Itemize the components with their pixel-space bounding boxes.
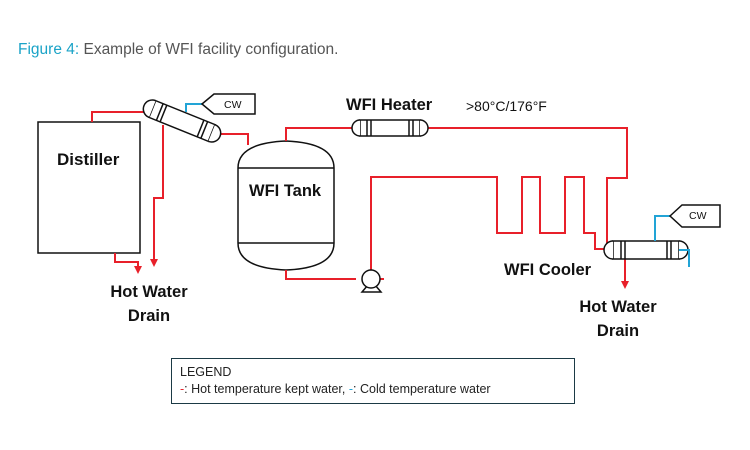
hot-water-drain-right-line1: Hot Water — [579, 298, 657, 316]
hot-water-drain-right-line2: Drain — [597, 322, 639, 340]
legend-hot-marker: - — [180, 382, 185, 396]
distiller-condenser — [142, 99, 222, 143]
hot-water-drain-left-line1: Hot Water — [110, 283, 188, 301]
cw-left-line — [185, 103, 202, 112]
legend-cold-marker: - — [348, 382, 354, 396]
cw-left-arrow — [200, 93, 256, 115]
cw-right-lines — [654, 215, 690, 267]
legend-title: LEGEND — [180, 365, 232, 379]
wfi-tank — [237, 140, 335, 271]
wfi-loop-lines — [285, 127, 629, 289]
distiller-label: Distiller — [57, 150, 120, 169]
figure-title: Example of WFI facility configuration. — [79, 41, 339, 58]
cw-left-label: CW — [224, 99, 242, 111]
distiller-box — [37, 121, 141, 254]
cw-right-arrow — [668, 204, 721, 228]
temperature-label: >80°C/176°F — [466, 98, 547, 114]
hot-water-drain-left-line2: Drain — [128, 307, 170, 325]
wfi-tank-label: WFI Tank — [249, 182, 322, 200]
figure-caption: Figure 4: Example of WFI facility config… — [18, 41, 338, 59]
cw-right-label: CW — [689, 210, 707, 222]
distiller-hot-lines — [91, 111, 249, 274]
wfi-cooler — [603, 240, 689, 260]
legend-hot-text: : Hot temperature kept water, — [184, 382, 349, 396]
figure-number: Figure 4: — [18, 41, 80, 58]
wfi-heater — [351, 119, 429, 137]
legend-entries: -: Hot temperature kept water, -: Cold t… — [180, 381, 566, 398]
wfi-cooler-label: WFI Cooler — [504, 261, 592, 279]
pump-icon — [360, 269, 383, 293]
legend-cold-text: : Cold temperature water — [353, 382, 491, 396]
legend: LEGEND -: Hot temperature kept water, -:… — [171, 358, 575, 404]
wfi-heater-label: WFI Heater — [346, 96, 433, 114]
